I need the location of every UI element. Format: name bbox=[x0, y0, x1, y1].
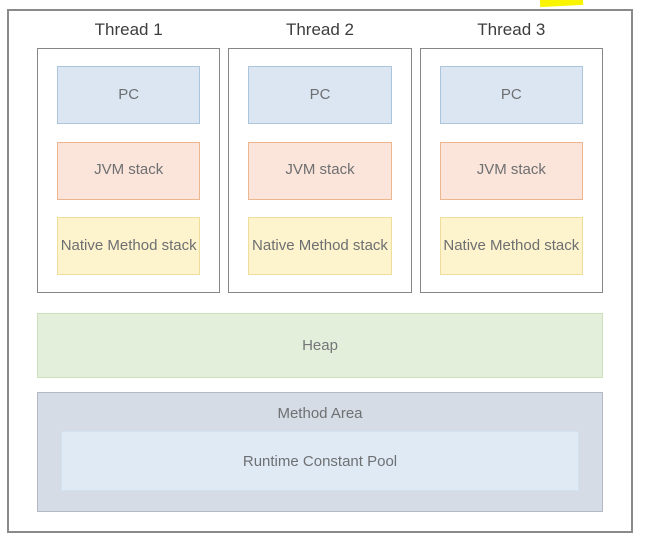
jvm-memory-diagram: Thread 1 PC JVM stack Native Method stac… bbox=[7, 9, 633, 533]
thread-1-column: Thread 1 PC JVM stack Native Method stac… bbox=[37, 11, 221, 293]
thread-3-column: Thread 3 PC JVM stack Native Method stac… bbox=[419, 11, 603, 293]
thread-1-label: Thread 1 bbox=[94, 19, 163, 39]
thread-2-label: Thread 2 bbox=[285, 19, 355, 39]
method-area-label: Method Area bbox=[277, 405, 363, 422]
threads-row: Thread 1 PC JVM stack Native Method stac… bbox=[37, 11, 603, 293]
thread-2-box: PC JVM stack Native Method stack bbox=[228, 48, 412, 293]
thread-1-native-method-stack-box: Native Method stack bbox=[57, 217, 201, 275]
thread-3-native-method-stack-box: Native Method stack bbox=[439, 217, 583, 275]
heap-box: Heap bbox=[37, 313, 603, 378]
runtime-constant-pool-box: Runtime Constant Pool bbox=[61, 431, 579, 491]
thread-1-pc-box: PC bbox=[57, 66, 201, 124]
thread-3-box: PC JVM stack Native Method stack bbox=[419, 48, 603, 293]
thread-1-box: PC JVM stack Native Method stack bbox=[37, 48, 221, 293]
thread-3-jvm-stack-box: JVM stack bbox=[439, 141, 583, 200]
thread-2-pc-box: PC bbox=[248, 66, 392, 124]
yellow-highlight-mark bbox=[539, 0, 584, 8]
thread-1-jvm-stack-box: JVM stack bbox=[57, 141, 201, 200]
thread-3-label: Thread 3 bbox=[477, 19, 546, 39]
thread-2-jvm-stack-box: JVM stack bbox=[248, 141, 392, 200]
thread-3-pc-box: PC bbox=[439, 66, 583, 124]
method-area-box: Method Area Runtime Constant Pool bbox=[37, 392, 603, 512]
thread-2-column: Thread 2 PC JVM stack Native Method stac… bbox=[228, 11, 412, 293]
thread-2-native-method-stack-box: Native Method stack bbox=[248, 217, 392, 275]
